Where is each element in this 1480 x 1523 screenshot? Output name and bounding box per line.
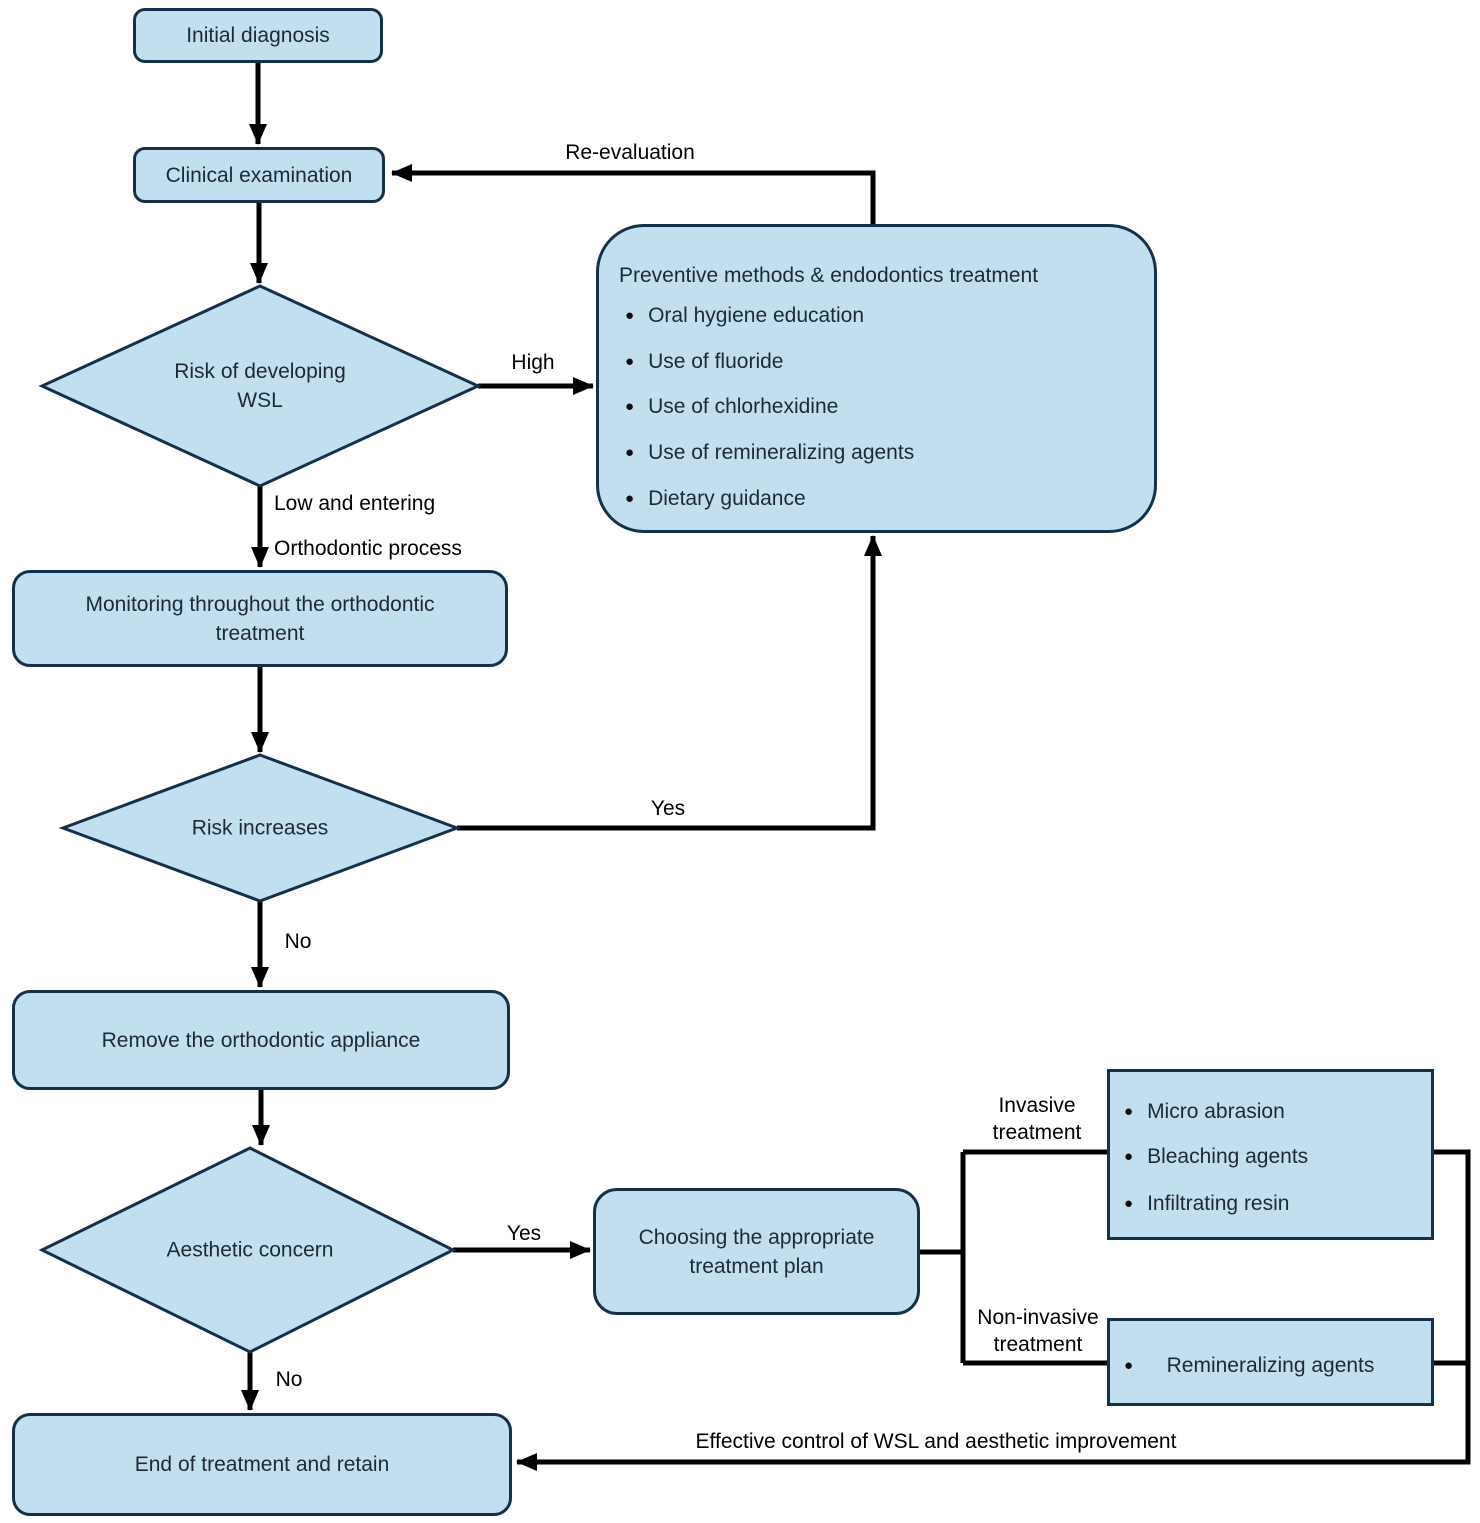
node-choosing-plan-line2: treatment plan (689, 1254, 824, 1278)
edge-label-low-line2: Orthodontic process (274, 537, 462, 560)
list-item: ● Bleaching agents (1124, 1142, 1308, 1170)
bullet-icon: ● (625, 306, 635, 324)
bullet-icon: ● (625, 352, 635, 370)
decision-aesthetic-concern-label: Aesthetic concern (166, 1238, 334, 1262)
edge-label-no-risk: No (284, 930, 312, 953)
bullet-icon: ● (1124, 1356, 1134, 1374)
bullet-icon: ● (625, 443, 635, 461)
node-initial-diagnosis-label: Initial diagnosis (186, 24, 330, 47)
edge-label-effective-control: Effective control of WSL and aesthetic i… (695, 1430, 1177, 1453)
list-item-label: Bleaching agents (1147, 1144, 1309, 1168)
list-item: ● Dietary guidance (625, 484, 806, 512)
bullet-icon: ● (1124, 1147, 1134, 1165)
node-choosing-plan: Choosing the appropriate treatment plan (593, 1188, 920, 1315)
edge-label-noninvasive-line1: Non-invasive (977, 1306, 1099, 1329)
list-item: ● Infiltrating resin (1124, 1189, 1289, 1217)
node-invasive-options: ● Micro abrasion ● Bleaching agents ● In… (1107, 1069, 1434, 1240)
node-remove-appliance: Remove the orthodontic appliance (12, 990, 510, 1090)
edge-label-no-aesthetic: No (275, 1368, 303, 1391)
list-item-label: Use of fluoride (648, 349, 784, 373)
node-monitoring-line2: treatment (215, 621, 305, 645)
node-preventive-methods: Preventive methods & endodontics treatme… (596, 224, 1157, 533)
list-item-label: Dietary guidance (648, 486, 806, 510)
edge-label-yes-aesthetic: Yes (506, 1222, 542, 1245)
decision-label-line1: Risk of developing (174, 360, 346, 383)
node-initial-diagnosis: Initial diagnosis (133, 8, 383, 63)
bullet-icon: ● (1124, 1102, 1134, 1120)
node-end-of-treatment: End of treatment and retain (12, 1413, 512, 1516)
node-noninvasive-options: ● Remineralizing agents (1107, 1318, 1434, 1406)
node-remove-appliance-label: Remove the orthodontic appliance (101, 1028, 421, 1052)
list-item: ● Oral hygiene education (625, 301, 864, 329)
list-item: ● Use of remineralizing agents (625, 438, 914, 466)
decision-risk-of-developing-wsl-label: Risk of developing WSL (174, 357, 346, 415)
edge-label-noninvasive-line2: treatment (993, 1333, 1083, 1356)
decision-aesthetic-concern (38, 1146, 457, 1354)
list-item-label: Oral hygiene education (648, 303, 865, 327)
decision-risk-of-developing-wsl (38, 284, 482, 488)
edge-reevaluation (391, 164, 876, 224)
bullet-icon: ● (625, 397, 635, 415)
edge-yes-to-preventive (457, 535, 882, 831)
decision-label-line2: WSL (237, 389, 283, 412)
decision-risk-increases (58, 753, 462, 903)
edge-effective-to-end (516, 1149, 1471, 1471)
list-item-label: Use of remineralizing agents (648, 440, 915, 464)
list-item-label: Micro abrasion (1147, 1099, 1285, 1123)
bullet-icon: ● (1124, 1194, 1134, 1212)
node-end-of-treatment-label: End of treatment and retain (134, 1453, 390, 1476)
edge-label-high: High (511, 351, 555, 374)
edge-label-invasive-line1: Invasive (998, 1094, 1076, 1117)
node-monitoring: Monitoring throughout the orthodontic tr… (12, 570, 508, 667)
list-item: ● Use of chlorhexidine (625, 392, 838, 420)
node-choosing-plan-line1: Choosing the appropriate (638, 1225, 875, 1249)
edge-label-re-evaluation: Re-evaluation (565, 141, 695, 164)
node-clinical-examination: Clinical examination (133, 147, 385, 203)
edge-label-invasive-treatment: Invasive treatment (993, 1092, 1082, 1146)
edge-label-invasive-line2: treatment (992, 1121, 1082, 1144)
decision-risk-increases-label: Risk increases (191, 816, 329, 840)
list-item-label: Infiltrating resin (1147, 1191, 1290, 1215)
list-item-label: Use of chlorhexidine (648, 394, 839, 418)
edge-label-low-line1: Low and entering (274, 492, 436, 515)
bullet-icon: ● (625, 489, 635, 507)
list-item: ● Micro abrasion (1124, 1097, 1285, 1125)
list-item-label: Remineralizing agents (1166, 1353, 1375, 1377)
preventive-title: Preventive methods & endodontics treatme… (619, 263, 1039, 287)
list-item: ● Use of fluoride (625, 347, 783, 375)
node-clinical-examination-label: Clinical examination (165, 163, 353, 187)
edge-label-noninvasive-treatment: Non-invasive treatment (977, 1304, 1098, 1358)
node-monitoring-line1: Monitoring throughout the orthodontic (85, 592, 435, 616)
edge-label-yes-risk: Yes (650, 797, 686, 820)
list-item: ● (1124, 1351, 1147, 1379)
